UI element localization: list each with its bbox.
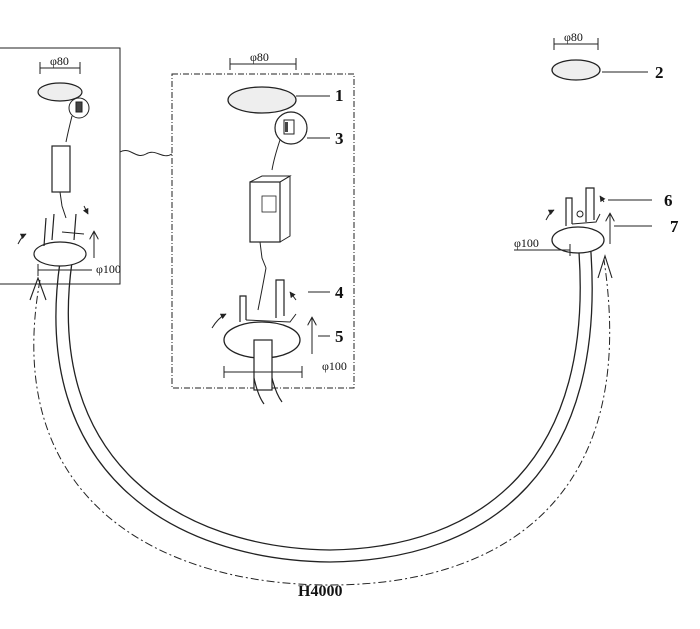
dim-phi80-center: φ80: [250, 50, 269, 64]
right-canopy-group: [514, 187, 652, 256]
height-label: H4000: [298, 583, 342, 600]
part-label-5: 5: [335, 327, 344, 346]
part-label-1: 1: [335, 86, 344, 105]
left-detail-panel: [0, 47, 121, 285]
canopy-left: [33, 241, 87, 267]
cap-right: [551, 59, 601, 81]
part-label-6: 6: [664, 191, 673, 210]
cap-2-group: [551, 38, 648, 81]
tube-stub-center: [253, 339, 273, 391]
part-label-7: 7: [670, 217, 679, 236]
cap-left: [37, 82, 83, 102]
part-label-4: 4: [335, 283, 344, 302]
tube-arc: [29, 239, 613, 586]
dim-phi80-left: φ80: [50, 54, 69, 68]
dim-phi100-left: φ100: [96, 262, 121, 276]
canopy-right: [551, 226, 605, 254]
driver-box-left: [51, 145, 71, 193]
part-label-2: 2: [655, 63, 664, 82]
dim-phi100-center: φ100: [322, 359, 347, 373]
travel-arc-dashed: [33, 259, 611, 586]
center-detail-panel: [171, 58, 355, 405]
cap-center: [227, 86, 297, 114]
panel-link-line: [119, 150, 173, 157]
dim-phi100-right: φ100: [514, 236, 539, 250]
dim-phi80-right: φ80: [564, 30, 583, 44]
part-label-3: 3: [335, 129, 344, 148]
